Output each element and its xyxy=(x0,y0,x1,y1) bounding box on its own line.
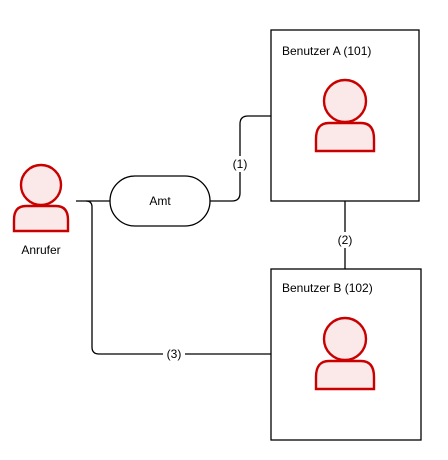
exchange-node: Amt xyxy=(109,175,211,227)
user-a-label: Benutzer A (101) xyxy=(282,44,371,58)
user-b-node: Benutzer B (102) xyxy=(270,268,422,441)
edge-label-bg xyxy=(163,346,185,362)
edge-label-bg xyxy=(230,156,250,172)
user-icon xyxy=(314,316,376,391)
edge-label-bg xyxy=(335,232,355,248)
edge-label-1: (1) xyxy=(233,157,248,171)
user-icon xyxy=(12,163,70,233)
user-icon xyxy=(314,78,376,153)
user-b-label: Benutzer B (102) xyxy=(282,281,373,295)
edge-label-2: (2) xyxy=(338,233,353,247)
user-a-node: Benutzer A (101) xyxy=(270,29,420,202)
edge-label-3: (3) xyxy=(167,347,182,361)
exchange-shape xyxy=(109,175,211,227)
exchange-label: Amt xyxy=(149,194,171,208)
edge-caller-user-b xyxy=(85,200,271,355)
caller-label: Anrufer xyxy=(21,243,60,257)
caller-node: Anrufer xyxy=(12,163,70,257)
